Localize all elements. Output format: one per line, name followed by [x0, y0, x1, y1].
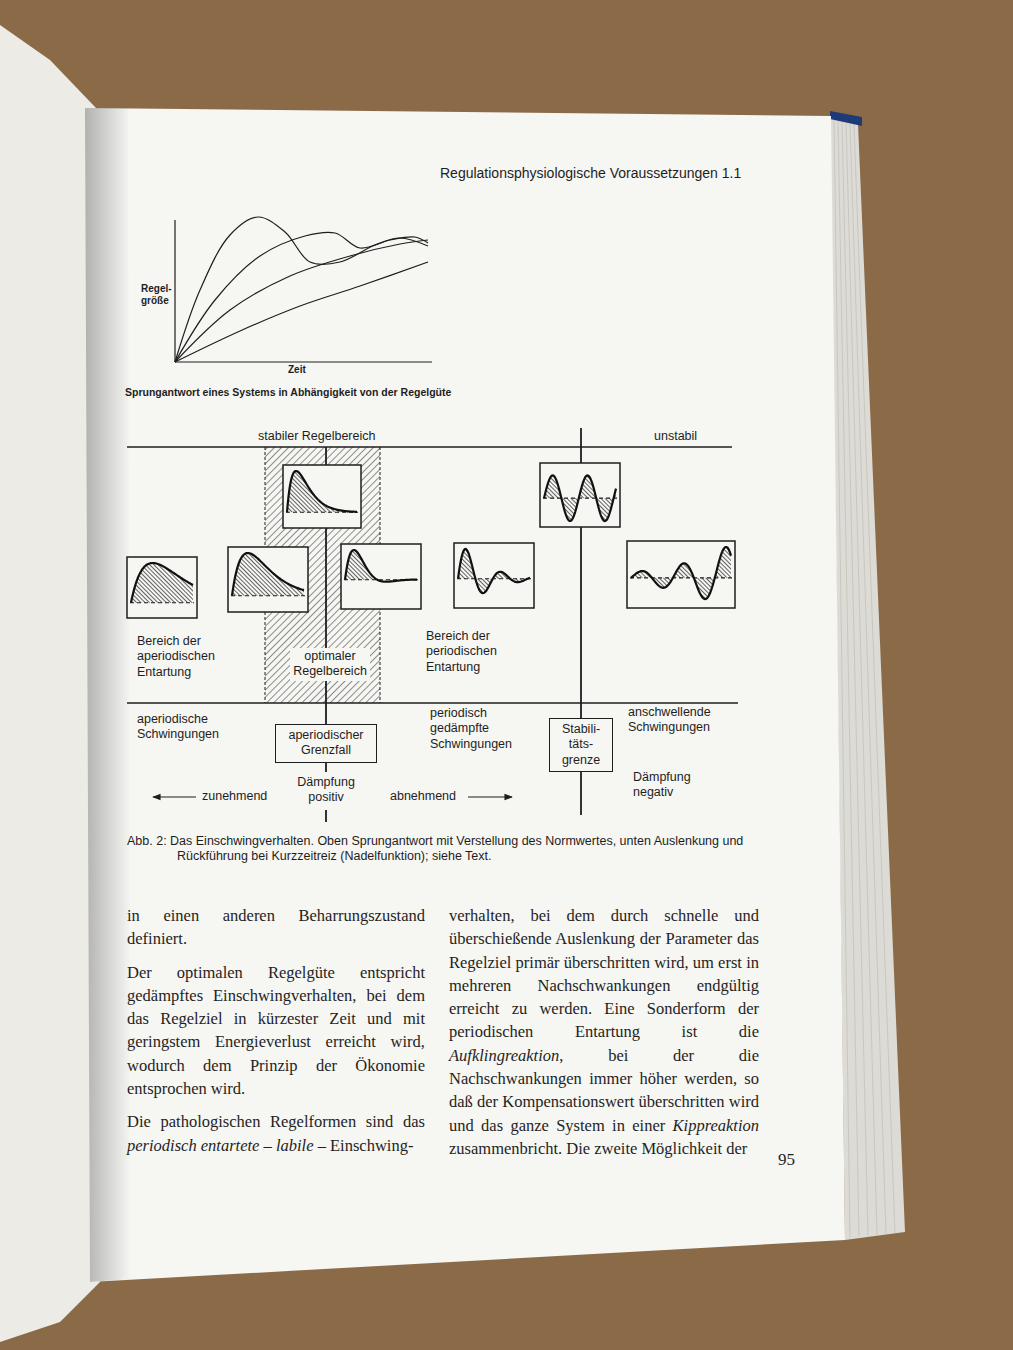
damping-label: Dämpfung negativ [633, 770, 691, 801]
body-text: verhalten, bei dem durch schnelle und üb… [449, 906, 759, 1041]
waveform-baseline [231, 595, 305, 596]
region-label: Bereich der periodischen Entartung [426, 629, 521, 675]
divider-line [580, 428, 582, 463]
book-cover [830, 111, 862, 126]
body-text: zusammenbricht. Die zweite Möglichkeit d… [449, 1139, 747, 1158]
region-label: unstabil [654, 429, 697, 444]
left-page [0, 25, 100, 1342]
body-text: in einen anderen Beharrungszustand defin… [127, 906, 425, 948]
waveform-fill [232, 553, 304, 596]
waveform-baseline [130, 602, 194, 603]
direction-arrow [468, 796, 512, 797]
bottom-rule [127, 702, 738, 704]
body-text: periodisch entartete – labile – [127, 1136, 326, 1155]
waveform-box [540, 463, 620, 527]
paragraph: verhalten, bei dem durch schnelle und üb… [449, 904, 759, 1160]
text-column: in einen anderen Beharrungszustand defin… [127, 904, 425, 1167]
step-response-curve [175, 240, 428, 362]
step-response-curve [175, 217, 428, 362]
body-text: Kippreaktion [673, 1116, 759, 1135]
label-box: Stabili- täts- grenze [549, 718, 613, 772]
step-response-curve [175, 262, 428, 362]
axis-label: Zeit [288, 364, 306, 376]
step-response-curve [175, 232, 428, 362]
region-label: stabiler Regelbereich [258, 429, 375, 444]
figure-caption: Abb. 2: Das Einschwingverhalten. Oben Sp… [127, 834, 802, 865]
top-rule [127, 446, 732, 448]
body-text: Die pathologischen Regelformen sind das [127, 1112, 425, 1131]
waveform-fill [458, 549, 530, 593]
page-number: 95 [778, 1150, 795, 1171]
page-edge-line [846, 123, 877, 1235]
divider-line [325, 763, 327, 773]
page-edge-line [850, 124, 886, 1234]
label-box: aperiodischer Grenzfall [275, 724, 376, 763]
paragraph: Die pathologischen Regelformen sind das … [127, 1110, 425, 1157]
oscillation-label: aperiodische Schwingungen [137, 712, 219, 743]
divider-line [325, 447, 327, 465]
waveform-box [454, 543, 534, 608]
waveform-curve [458, 549, 530, 593]
divider-line [325, 528, 327, 724]
waveform-baseline [630, 577, 732, 578]
direction-label: zunehmend [202, 789, 267, 804]
waveform-fill [544, 475, 616, 521]
waveform-curve [232, 553, 304, 596]
box-text: Stabili- täts- grenze [562, 722, 600, 768]
waveform-fill [287, 471, 357, 512]
divider-line [325, 810, 327, 822]
waveform-fill [131, 563, 193, 603]
waveform-curve [345, 550, 417, 582]
waveform-fill [345, 550, 417, 582]
waveform-curve [287, 471, 357, 512]
waveform-box [283, 465, 361, 528]
x-axis [175, 361, 432, 362]
page-edge-line [854, 125, 895, 1233]
region-label: Bereich der aperiodischen Entartung [137, 634, 232, 680]
direction-label: abnehmend [390, 789, 456, 804]
waveform-box [228, 547, 308, 612]
text-column: verhalten, bei dem durch schnelle und üb… [449, 904, 759, 1170]
paragraph: in einen anderen Beharrungszustand defin… [127, 904, 425, 951]
box-text: aperiodischer Grenzfall [288, 728, 363, 759]
y-axis [174, 220, 175, 362]
axis-label: größe [141, 295, 169, 307]
region-label: optimaler Regelbereich [290, 648, 370, 681]
waveform-curve [544, 475, 616, 521]
axis-label: Regel- [141, 283, 172, 295]
waveform-box [627, 541, 735, 608]
body-text: Der optimalen Regelgüte entspricht gedäm… [127, 963, 425, 1098]
body-text: Aufklingreaktion [449, 1046, 559, 1065]
waveform-curve [131, 563, 193, 603]
gutter-shadow [85, 108, 131, 1282]
right-page [85, 108, 845, 1282]
damping-label: Dämpfung positiv [297, 775, 355, 806]
divider-line [580, 772, 582, 815]
waveform-fill [631, 547, 731, 599]
waveform-curve [631, 547, 731, 599]
oscillation-label: anschwellende Schwingungen [628, 705, 711, 736]
waveform-box [127, 557, 197, 618]
chart-title: Sprungantwort eines Systems in Abhängigk… [125, 386, 451, 399]
paragraph: Der optimalen Regelgüte entspricht gedäm… [127, 961, 425, 1101]
divider-line [580, 527, 582, 718]
body-text: Einschwing- [330, 1136, 413, 1155]
running-header: Regulationsphysiologische Voraussetzunge… [440, 165, 741, 182]
waveform-box [341, 544, 421, 609]
oscillation-label: periodisch gedämpfte Schwingungen [430, 706, 512, 752]
direction-arrow [153, 796, 196, 797]
